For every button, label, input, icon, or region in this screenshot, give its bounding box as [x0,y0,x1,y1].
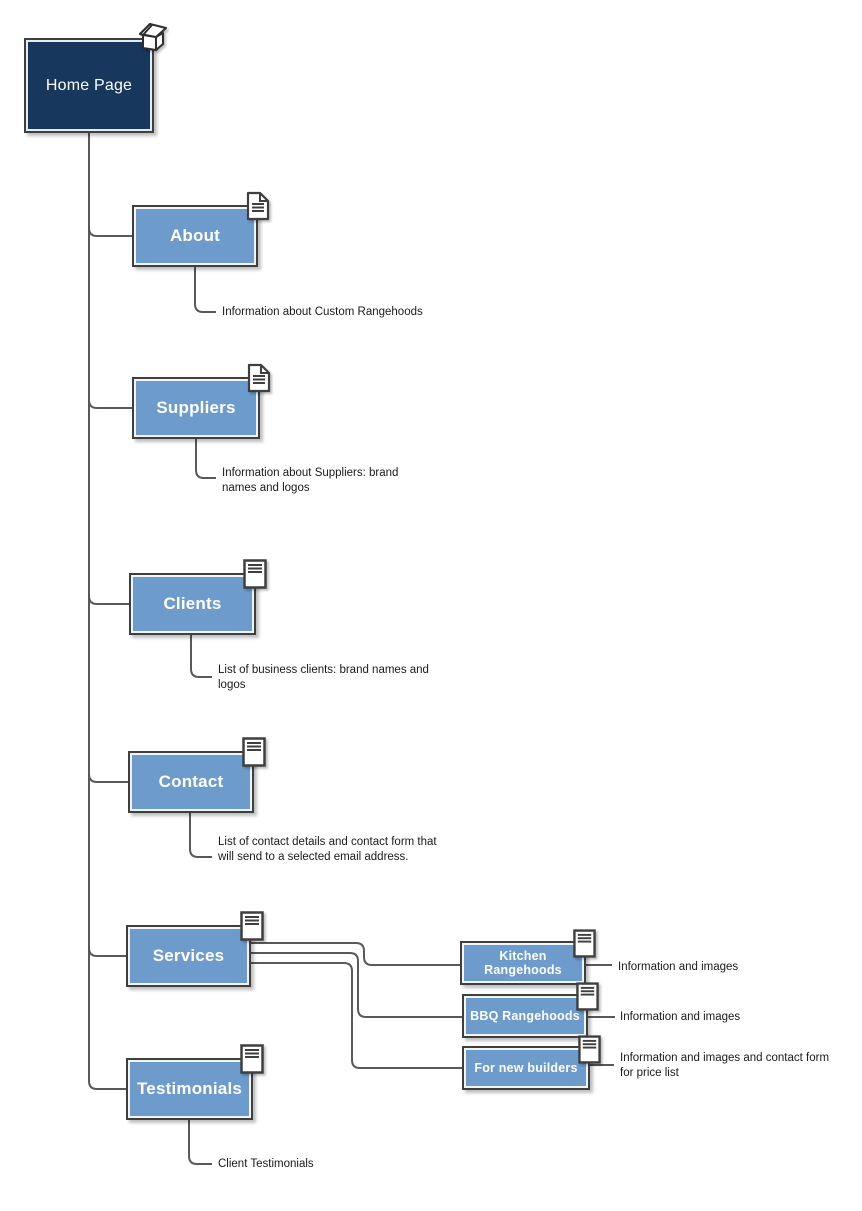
branch-for-new-builders [251,962,462,1069]
node-for-new-builders-label: For new builders [474,1061,578,1075]
note-connector-testimonials [188,1120,212,1165]
node-contact[interactable]: Contact [128,751,254,813]
branch-about [88,227,132,237]
branch-services [88,947,126,957]
note-bbq-rangehoods: Information and images [620,1011,741,1023]
branch-kitchen-rangehoods [251,942,460,966]
document-lines-icon [240,911,264,941]
note-connector-contact [189,813,212,858]
node-bbq-rangehoods-label: BBQ Rangehoods [470,1009,580,1023]
node-kitchen-rangehoods-label: Kitchen Rangehoods [484,949,562,977]
node-services[interactable]: Services [126,925,251,987]
node-contact-label: Contact [158,772,224,791]
note-clients: List of business clients: brand names an… [218,664,429,691]
document-lines-icon [240,1044,264,1074]
node-services-label: Services [152,946,225,965]
document-lines-icon [576,982,599,1011]
note-for-new-builders: Information and images and contact form … [620,1052,830,1079]
branch-bbq-rangehoods [251,952,462,1018]
branch-contact [88,773,128,783]
note-testimonials: Client Testimonials [218,1158,314,1170]
document-lines-icon [573,929,596,958]
note-suppliers: Information about Suppliers: brand names… [222,467,399,494]
node-clients[interactable]: Clients [129,573,256,635]
branch-suppliers [88,399,132,409]
node-suppliers[interactable]: Suppliers [132,377,260,439]
node-about-label: About [169,226,221,245]
note-connector-suppliers [195,439,216,479]
note-kitchen-rangehoods: Information and images [618,961,739,973]
trunk-connector [88,133,126,1090]
node-suppliers-label: Suppliers [156,398,236,417]
document-lines-icon [243,559,267,589]
document-lines-icon [242,737,266,767]
note-connector-clients [190,635,212,678]
note-connector-about [194,267,216,313]
note-about: Information about Custom Rangehoods [222,306,423,318]
node-clients-label: Clients [163,594,222,613]
node-for-new-builders[interactable]: For new builders [462,1046,590,1090]
note-contact: List of contact details and contact form… [218,836,437,863]
node-about[interactable]: About [132,205,258,267]
node-home-page[interactable]: Home Page [24,38,154,133]
node-testimonials[interactable]: Testimonials [126,1058,253,1120]
node-bbq-rangehoods[interactable]: BBQ Rangehoods [462,994,588,1038]
house-3d-icon [132,20,170,56]
branch-clients [88,595,129,605]
page-folded-corner-icon [246,191,270,221]
page-folded-corner-icon [247,363,271,393]
node-kitchen-rangehoods[interactable]: Kitchen Rangehoods [460,941,586,985]
node-home-page-label: Home Page [45,76,133,94]
document-lines-icon [578,1035,601,1064]
node-testimonials-label: Testimonials [136,1079,243,1098]
